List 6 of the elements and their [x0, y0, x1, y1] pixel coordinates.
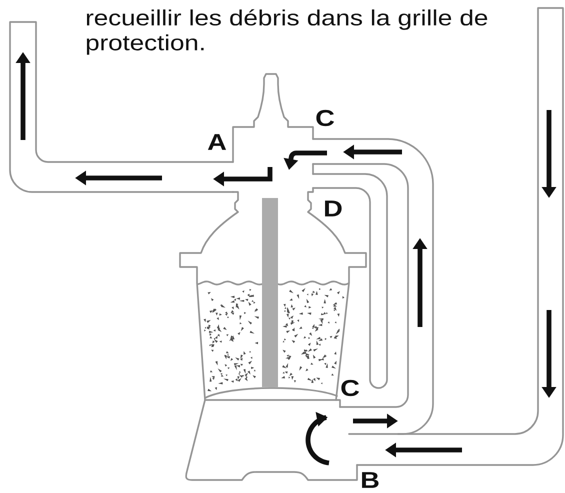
part-letter: B [362, 472, 379, 488]
part-letter: C [341, 380, 360, 396]
part-letter: A [208, 134, 226, 150]
part-letter: D [325, 200, 342, 216]
description-text: recueillir les débris dans la grille de protection. [86, 9, 488, 55]
part-letter: C [316, 110, 334, 126]
